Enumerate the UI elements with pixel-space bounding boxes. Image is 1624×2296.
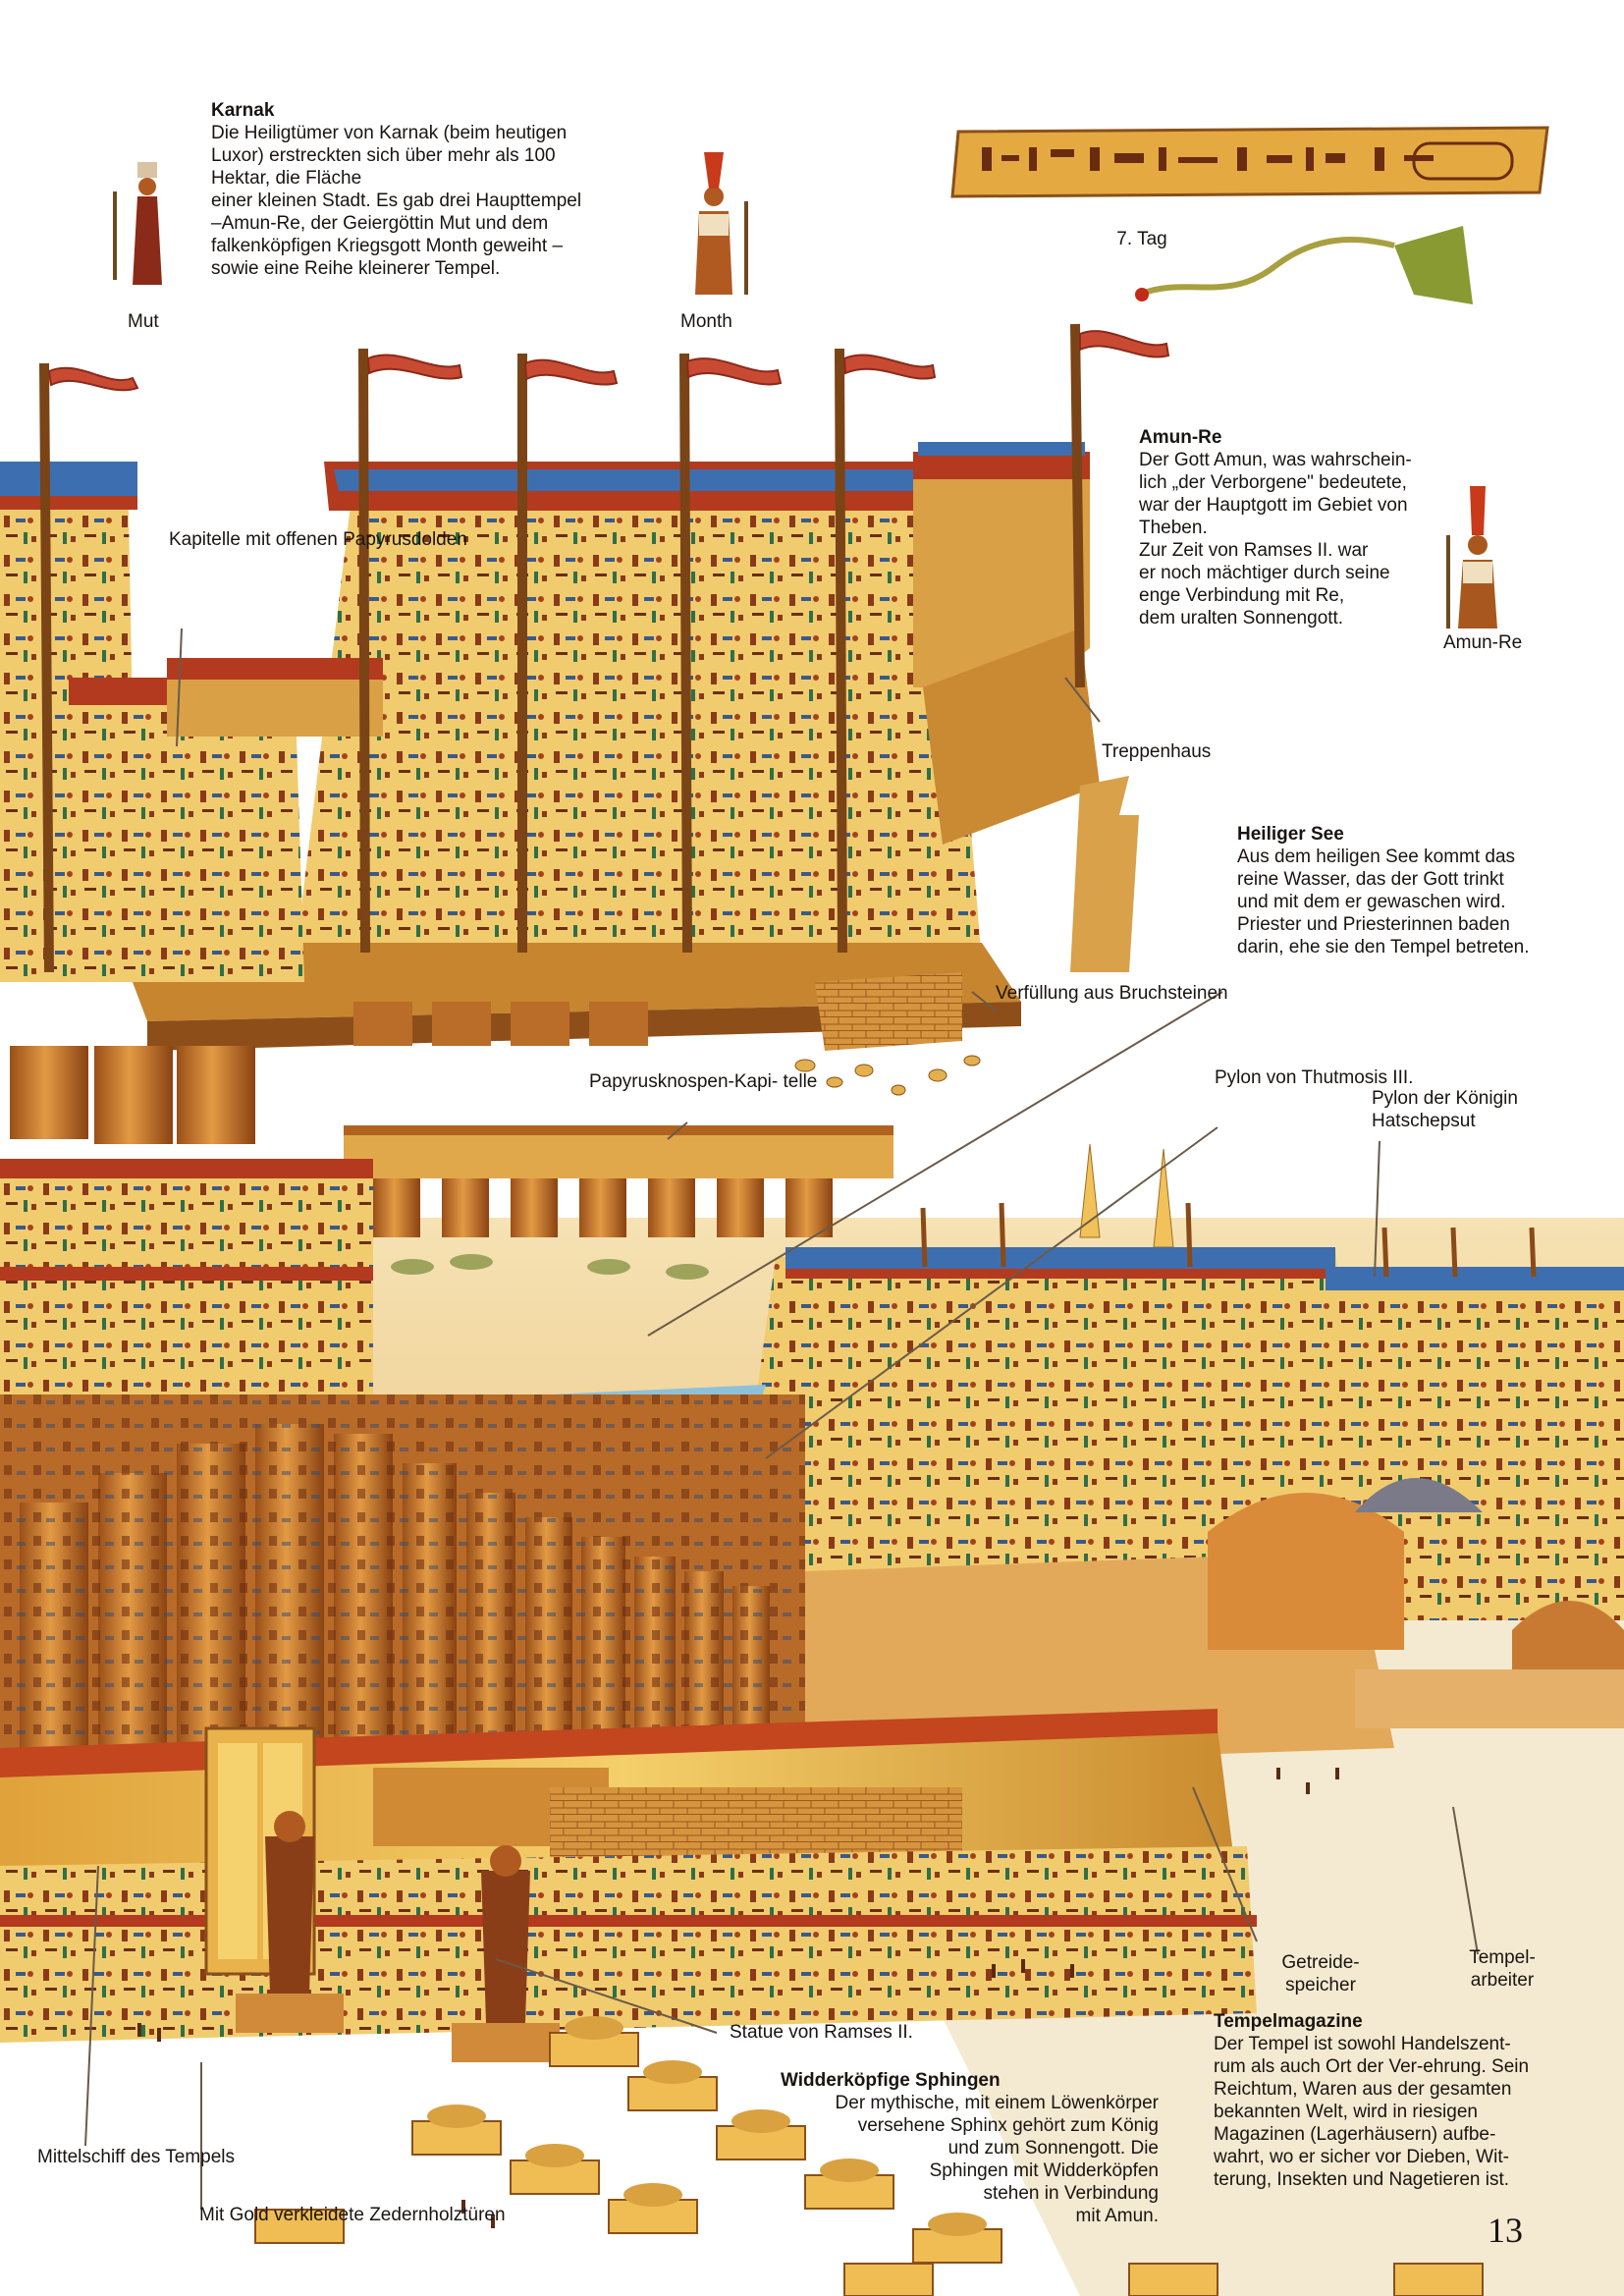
mittelschiff-line: Mittelschiff: [37, 2147, 126, 2167]
magazine-line: Der Tempel ist sowohl Handelszent-: [1214, 2034, 1511, 2054]
mittelschiff-line: des Tempels: [130, 2147, 236, 2167]
see-heading: Heiliger See: [1237, 824, 1344, 845]
karnak-line: Luxor) erstreckten sich über mehr als 10…: [211, 145, 556, 166]
papyrus-line: telle: [783, 1071, 818, 1092]
see-line: Aus dem heiligen See kommt das: [1237, 847, 1516, 867]
page-number: 13: [1488, 2211, 1523, 2250]
see-line: und mit dem er gewaschen wird.: [1237, 892, 1506, 912]
getreide-label: Getreide- speicher: [1276, 1951, 1365, 1996]
tempelarbeiter-label: Tempel- arbeiter: [1453, 1946, 1551, 1992]
magazine-line: rum als auch Ort der Ver-ehrung. Sein: [1214, 2056, 1530, 2077]
karnak-line: Die Heiligtümer von Karnak (beim heutige…: [211, 123, 568, 143]
amunre-figure-label: Amun-Re: [1443, 632, 1523, 653]
amunre-line: er noch mächtiger durch seine: [1139, 563, 1390, 583]
sphingen-line: Der mythische, mit einem Löwenkörper: [835, 2093, 1159, 2113]
magazine-line: terung, Insekten und Nagetieren ist.: [1214, 2169, 1510, 2190]
karnak-line: sowie eine Reihe kleinerer Tempel.: [211, 258, 501, 279]
karnak-line: Hektar, die Fläche: [211, 168, 362, 189]
see-line: darin, ehe sie den Tempel betreten.: [1237, 937, 1530, 957]
hatschepsut-label: Pylon der Königin Hatschepsut: [1372, 1087, 1624, 1132]
karnak-line: falkenköpfigen Kriegsgott Month geweiht …: [211, 236, 564, 256]
magazine-line: Magazinen (Lagerhäusern) aufbe-: [1214, 2124, 1496, 2145]
amunre-line: Der Gott Amun, was wahrschein-: [1139, 450, 1412, 470]
karnak-heading: Karnak: [211, 100, 275, 121]
getreide-line: speicher: [1285, 1975, 1356, 1995]
amunre-text-block: Amun-Re Der Gott Amun, was wahrschein- l…: [1139, 426, 1453, 629]
see-text-block: Heiliger See Aus dem heiligen See kommt …: [1237, 823, 1561, 958]
tempelarbeiter-line: Tempel-: [1469, 1947, 1536, 1968]
amunre-line: Theben.: [1139, 518, 1208, 538]
magazine-line: Reichtum, Waren aus der gesamten: [1214, 2079, 1512, 2100]
month-label: Month: [680, 311, 732, 332]
amunre-line: dem uralten Sonnengott.: [1139, 608, 1344, 629]
sphingen-line: Sphingen mit Widderköpfen: [929, 2160, 1159, 2181]
verfuellung-line: Verfüllung aus: [996, 983, 1114, 1004]
gold-line: verkleidete: [274, 2205, 364, 2225]
gold-line: Zedernholztüren: [369, 2205, 506, 2225]
amunre-heading: Amun-Re: [1139, 427, 1222, 448]
sphingen-line: und zum Sonnengott. Die: [947, 2138, 1159, 2159]
thutmosis-line: Thutmosis III.: [1301, 1067, 1414, 1088]
sphingen-text-block: Widderköpfige Sphingen Der mythische, mi…: [746, 2069, 1159, 2227]
kapitelle-line: Kapitelle mit: [169, 529, 271, 550]
see-line: Priester und Priesterinnen baden: [1237, 914, 1510, 935]
magazine-line: bekannten Welt, wird in riesigen: [1214, 2102, 1478, 2122]
gold-label: Mit Gold verkleidete Zedernholztüren: [199, 2204, 506, 2226]
amunre-line: enge Verbindung mit Re,: [1139, 585, 1345, 606]
karnak-text-block: Karnak Die Heiligtümer von Karnak (beim …: [211, 99, 633, 280]
sphingen-line: versehene Sphinx gehört zum König: [857, 2115, 1159, 2136]
amunre-line: Zur Zeit von Ramses II. war: [1139, 540, 1369, 561]
mittelschiff-label: Mittelschiff des Tempels: [37, 2146, 235, 2168]
gold-line: Mit Gold: [199, 2205, 269, 2225]
hatschepsut-line: Hatschepsut: [1372, 1111, 1476, 1131]
magazine-text-block: Tempelmagazine Der Tempel ist sowohl Han…: [1214, 2010, 1577, 2191]
kapitelle-label: Kapitelle mit offenen Papyrusdolden: [169, 528, 467, 551]
verfuellung-line: Bruchsteinen: [1118, 983, 1228, 1004]
magazine-line: wahrt, wo er sicher vor Dieben, Wit-: [1214, 2147, 1509, 2167]
thutmosis-label: Pylon von Thutmosis III.: [1215, 1066, 1413, 1089]
getreide-line: Getreide-: [1281, 1952, 1360, 1973]
amunre-line: war der Hauptgott im Gebiet von: [1139, 495, 1408, 516]
treppenhaus-label: Treppenhaus: [1102, 741, 1212, 762]
hatschepsut-line: Pylon der Königin: [1372, 1088, 1518, 1109]
sphingen-heading: Widderköpfige Sphingen: [781, 2070, 1001, 2091]
karnak-line: einer kleinen Stadt. Es gab drei Hauptte…: [211, 191, 582, 211]
verfuellung-label: Verfüllung aus Bruchsteinen: [996, 982, 1228, 1005]
magazine-heading: Tempelmagazine: [1214, 2011, 1363, 2032]
kapitelle-line: Papyrusdolden: [343, 529, 467, 550]
tempelarbeiter-line: arbeiter: [1470, 1970, 1535, 1991]
mut-label: Mut: [128, 311, 159, 332]
sphingen-line: stehen in Verbindung: [983, 2183, 1159, 2204]
tag-number: 7.: [1116, 229, 1133, 249]
tag-label: 7. Tag: [1112, 228, 1171, 250]
papyrus-line: Papyrusknospen-Kapi-: [589, 1071, 779, 1092]
thutmosis-line: Pylon von: [1215, 1067, 1297, 1088]
papyrus-label: Papyrusknospen-Kapi- telle: [589, 1070, 817, 1093]
amunre-line: lich „der Verborgene" bedeutete,: [1139, 472, 1407, 493]
sphingen-line: mit Amun.: [1075, 2206, 1159, 2226]
kapitelle-line: offenen: [275, 529, 338, 550]
karnak-line: –Amun-Re, der Geiergöttin Mut und dem: [211, 213, 549, 234]
statue-label: Statue von Ramses II.: [730, 2022, 913, 2043]
tag-word: Tag: [1137, 229, 1167, 249]
see-line: reine Wasser, das der Gott trinkt: [1237, 869, 1504, 890]
